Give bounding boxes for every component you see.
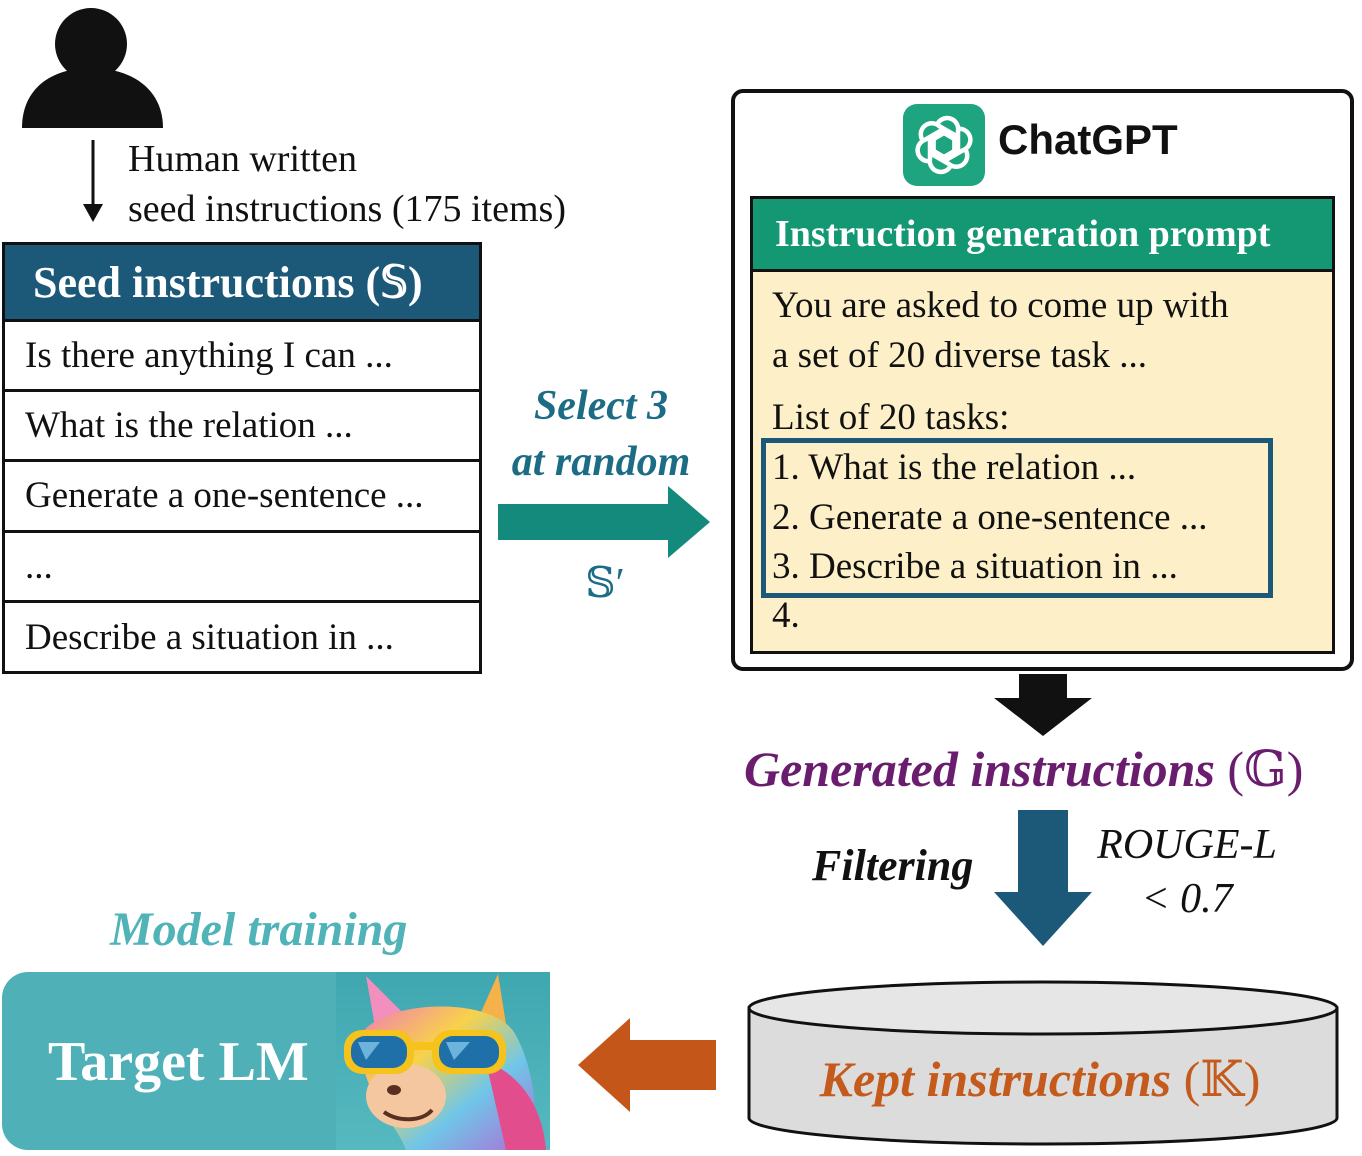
seed-row: Generate a one-sentence ... <box>5 462 479 533</box>
generated-symbol: (𝔾) <box>1227 741 1304 797</box>
list-title: List of 20 tasks: <box>772 397 1010 438</box>
down-arrow-icon <box>994 674 1092 736</box>
selected-tasks-frame <box>761 438 1273 598</box>
human-label-line2: seed instructions (175 items) <box>128 188 566 230</box>
prompt-line1: You are asked to come up with <box>772 285 1229 326</box>
chatgpt-logo-icon <box>903 104 985 186</box>
left-arrow-icon <box>578 1018 716 1112</box>
down-arrow-icon <box>994 810 1092 946</box>
kept-text: Kept instructions <box>819 1051 1172 1107</box>
human-label-line1: Human written <box>128 138 358 180</box>
down-arrow-icon <box>83 140 103 222</box>
model-training-label: Model training <box>110 903 408 956</box>
subset-symbol: 𝕊′ <box>585 561 625 607</box>
human-written-label: Human written seed instructions (175 ite… <box>128 134 566 234</box>
task-item: 1. What is the relation ... <box>772 447 1137 488</box>
seed-row: What is the relation ... <box>5 392 479 463</box>
filtering-label: Filtering <box>812 841 974 890</box>
kept-symbol: (𝕂) <box>1183 1051 1261 1107</box>
rouge-criterion: ROUGE-L < 0.7 <box>1082 818 1292 926</box>
seed-row: Describe a situation in ... <box>25 617 394 659</box>
chatgpt-title: ChatGPT <box>998 116 1178 163</box>
seed-instructions-table: Seed instructions (𝕊) Is there anything … <box>2 242 482 674</box>
rouge-line2: < 0.7 <box>1141 876 1233 922</box>
select-line2: at random <box>511 439 691 485</box>
right-arrow-icon <box>498 486 710 558</box>
seed-row: Is there anything I can ... <box>5 322 479 393</box>
seed-row: ... <box>5 533 479 603</box>
target-lm-label: Target LM <box>48 1031 309 1093</box>
database-cylinder-icon <box>747 980 1339 1146</box>
task-item: 4. <box>772 595 800 636</box>
rouge-line1: ROUGE-L <box>1097 822 1277 868</box>
prompt-header: Instruction generation prompt <box>753 199 1332 272</box>
person-icon <box>22 8 163 128</box>
kept-instructions-label: Kept instructions (𝕂) <box>760 1050 1320 1108</box>
instruction-prompt-box: Instruction generation prompt <box>750 196 1335 654</box>
prompt-line2: a set of 20 diverse task ... <box>772 335 1148 376</box>
task-item: 2. Generate a one-sentence ... <box>772 497 1208 538</box>
select-line1: Select 3 <box>533 383 669 429</box>
task-item: 3. Describe a situation in ... <box>772 546 1178 587</box>
seed-table-header: Seed instructions (𝕊) <box>5 245 479 322</box>
openai-knot-icon <box>915 115 973 175</box>
generated-text: Generated instructions <box>744 741 1215 797</box>
select-random-label: Select 3 at random <box>496 378 706 490</box>
generated-instructions-label: Generated instructions (𝔾) <box>744 740 1303 798</box>
llama-icon <box>336 972 550 1150</box>
